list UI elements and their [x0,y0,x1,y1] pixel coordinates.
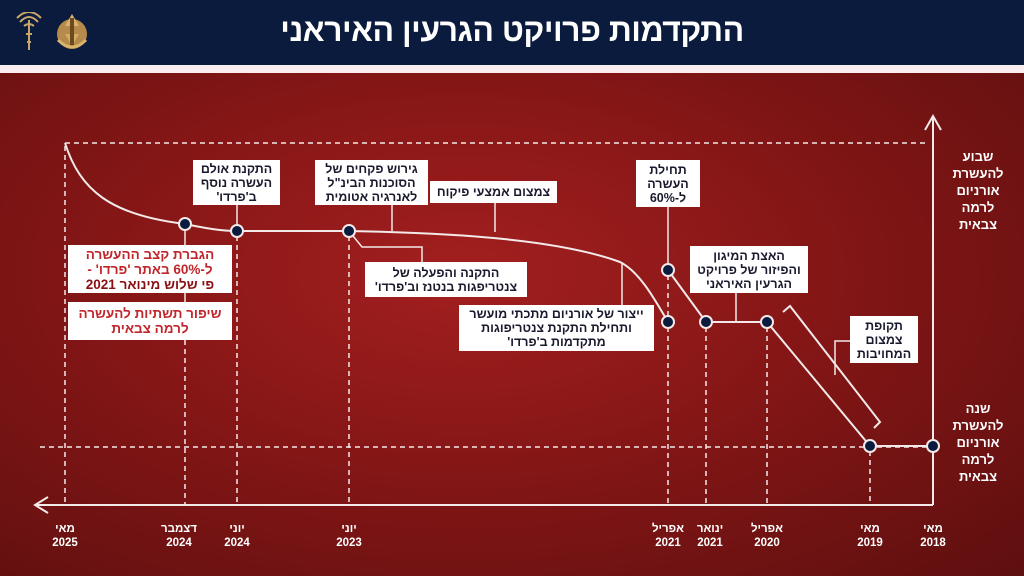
event-text: הסוכנות הבינ"ל [327,175,416,190]
event-text: תקופת [865,318,903,333]
event-monitoring-box: צמצום אמצעי פיקוח [430,181,557,203]
date-label: יוני 2023 [319,522,379,550]
event-text: הגברת קצב ההעשרה [85,246,215,262]
month: אפריל [750,523,783,535]
event-text: ל-60% [649,190,687,205]
year: 2019 [857,537,883,549]
event-hall-box: התקנת אולם העשרה נוסף ב'פרדו' [193,160,280,205]
dot-may-2018 [926,439,940,453]
date-label: מאי 2018 [903,522,963,550]
date-label: אפריל 2020 [737,522,797,550]
label-line: צבאית [958,469,998,484]
date-label: אפריל 2021 [638,522,698,550]
event-text: התקנה והפעלה של [392,265,500,280]
event-text: הגרעין האיראני [705,276,793,291]
y-axis-top-label: שבוע להעשרת אורניום לרמה צבאית [938,148,1018,233]
dot-may-2019 [863,439,877,453]
dot-jan-2021 [699,315,713,329]
year: 2020 [754,537,780,549]
dot-apr-2020 [760,315,774,329]
label-line: שנה [965,401,991,416]
event-increase-box: הגברת קצב ההעשרה ל-60% באתר 'פרדו' - פי … [68,245,232,293]
month: מאי [860,523,880,535]
month: יוני [341,523,357,535]
event-text: העשרה [647,176,689,191]
header-bar [0,0,1024,65]
event-text: תחילת [649,162,687,177]
date-label: מאי 2025 [35,522,95,550]
year: 2021 [697,537,723,549]
event-text-emphasis: פי שלוש מינואר 2021 [85,276,215,292]
page-title: התקדמות פרויקט הגרעין האיראני [280,12,744,48]
year: 2024 [224,537,250,549]
date-label: מאי 2019 [840,522,900,550]
event-text: ייצור של אורניום מתכתי מועשר [469,307,644,321]
dot-jun-2024 [230,224,244,238]
y-axis-bottom-label: שנה להעשרת אורניום לרמה צבאית [938,400,1018,485]
label-line: להעשרת [952,166,1004,181]
label-line: לרמה [961,200,995,215]
event-text: והפיזור של פרויקט [697,262,801,277]
year: 2018 [920,537,946,549]
date-label: ינואר 2021 [680,522,740,550]
idf-emblem-icon [56,14,88,49]
label-line: להעשרת [952,418,1004,433]
event-text: צמצום אמצעי פיקוח [436,185,551,199]
month: מאי [923,523,943,535]
date-label: דצמבר 2024 [149,522,209,550]
event-text: האצת המיגון [713,248,785,263]
dot-apr-2021-high [661,263,675,277]
dot-jun-2023 [342,224,356,238]
date-label: יוני 2024 [207,522,267,550]
event-centrifuges-box: התקנה והפעלה של צנטריפגות בנטנז וב'פרדו' [365,262,527,297]
event-start60-box: תחילת העשרה ל-60% [636,160,700,207]
event-text: התקנת אולם [200,161,273,176]
event-infrastructure-box: שיפור תשתיות להעשרה לרמה צבאית [68,302,232,340]
month: מאי [55,523,75,535]
year: 2023 [336,537,362,549]
month: אפריל [651,523,684,535]
event-text: לאנרגיה אטומית [325,189,418,204]
year: 2021 [655,537,681,549]
event-acceleration-box: האצת המיגון והפיזור של פרויקט הגרעין האי… [690,246,808,293]
event-text: צנטריפגות בנטנז וב'פרדו' [374,279,518,294]
label-line: אורניום [956,183,1000,198]
x-axis [33,496,933,514]
event-text: שיפור תשתיות להעשרה [78,306,222,321]
dot-dec-2024 [178,217,192,231]
dot-apr-2021 [661,315,675,329]
month: יוני [229,523,245,535]
year: 2024 [166,537,192,549]
label-line: אורניום [956,435,1000,450]
event-inspectors-box: גירוש פקחים של הסוכנות הבינ"ל לאנרגיה אט… [315,160,428,205]
event-text: מתקדמות ב'פרדו' [507,335,606,349]
intelligence-corps-logo-icon [16,12,42,50]
event-text: ל-60% באתר 'פרדו' - [87,261,213,277]
event-text: ב'פרדו' [216,189,257,204]
header-divider [0,65,1024,73]
month: דצמבר [160,523,198,535]
label-line: צבאית [958,217,998,232]
label-line: לרמה [961,452,995,467]
event-text: ותחילת התקנת צנטריפוגות [481,321,632,335]
event-text: לרמה צבאית [111,321,189,336]
trend-curve [64,142,669,323]
event-text: צמצום [865,332,903,347]
event-text: גירוש פקחים של [325,161,418,176]
connector-centrifuges [348,230,423,262]
event-text: המחויבות [856,346,912,361]
year: 2025 [52,537,78,549]
event-commitments-box: תקופת צמצום המחויבות [850,316,918,363]
event-metal-box: ייצור של אורניום מתכתי מועשר ותחילת התקנ… [459,305,654,351]
month: ינואר [696,523,724,535]
event-text: העשרה נוסף [200,175,273,190]
connector-commitments [834,340,850,375]
label-line: שבוע [962,149,994,164]
